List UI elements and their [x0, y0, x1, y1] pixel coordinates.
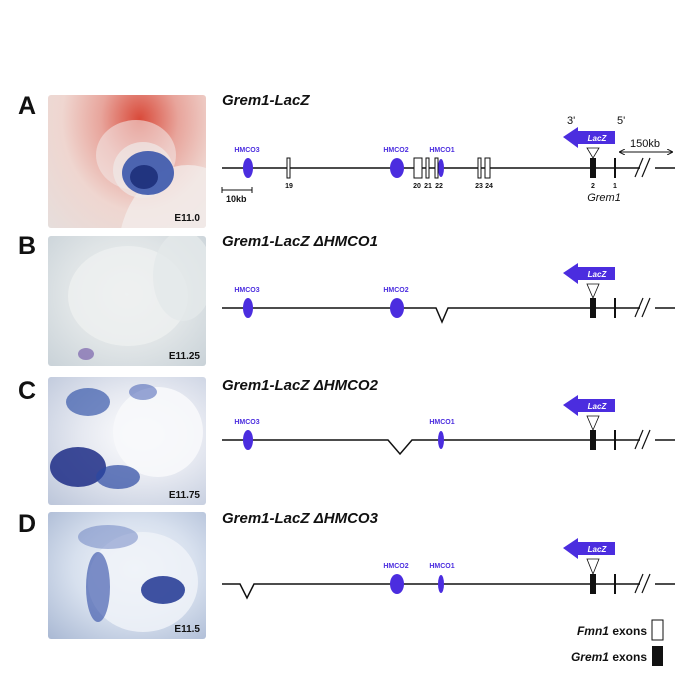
break-symbol-d	[634, 573, 651, 594]
break-symbol-c	[634, 429, 651, 450]
scale-label-10kb: 10kb	[226, 194, 247, 204]
lacz-insertion-b	[586, 283, 600, 300]
fmn1-exon-22	[434, 157, 439, 179]
three-prime-label: 3'	[567, 115, 575, 127]
grem1-exon-1-c	[614, 430, 616, 450]
lacz-arrow-b	[563, 263, 615, 284]
legend-fmn1: Fmn1 exons	[577, 624, 647, 638]
hmco3-label-b: HMCO3	[234, 287, 259, 294]
fmn1-exon-21	[425, 157, 430, 179]
grem1-exon-1-a	[614, 158, 616, 178]
break-symbol-b	[634, 297, 651, 318]
fmn1-exon-19	[286, 157, 291, 179]
hmco2-enhancer-a	[390, 158, 404, 178]
grem1-exon-2-c	[590, 430, 596, 450]
hmco1-label-d: HMCO1	[429, 563, 454, 570]
lacz-label-a: LacZ	[588, 134, 608, 143]
hmco1-enhancer-c	[438, 431, 444, 449]
lacz-label-b: LacZ	[588, 270, 608, 279]
chromosome-line-d	[222, 583, 640, 600]
fmn1-exon-20	[413, 157, 423, 179]
embryo-photo-c: E11.75	[48, 377, 206, 505]
map-b: HMCO3 HMCO2 LacZ	[222, 263, 675, 324]
embryo-photo-b: E11.25	[48, 236, 206, 366]
map-a: HMCO3 HMCO2 HMCO1 19 20 21 22 23 24 2 1 …	[221, 115, 675, 204]
exon-label-24: 24	[485, 183, 493, 190]
lacz-label-d: LacZ	[588, 545, 608, 554]
hmco2-enhancer-b	[390, 298, 404, 318]
construct-title-c: Grem1-LacZ ΔHMCO2	[222, 377, 378, 394]
hmco2-label-d: HMCO2	[383, 563, 408, 570]
stage-label-a: E11.0	[174, 213, 200, 224]
hmco1-label-a: HMCO1	[429, 147, 454, 154]
legend-grem1: Grem1 exons	[571, 650, 647, 664]
exon-label-21: 21	[424, 183, 432, 190]
hmco3-enhancer-c	[243, 430, 253, 450]
legend-swatch-grem1	[652, 646, 663, 666]
hmco3-enhancer-b	[243, 298, 253, 318]
panel-letter-d: D	[18, 510, 37, 538]
lacz-insertion-a	[586, 147, 600, 159]
lacz-insertion-c	[586, 415, 600, 432]
hmco1-label-c: HMCO1	[429, 419, 454, 426]
hmco3-label-a: HMCO3	[234, 147, 259, 154]
grem1-exon-1-d	[614, 574, 616, 594]
five-prime-label: 5'	[617, 115, 625, 127]
lacz-arrow-a	[563, 127, 615, 148]
panel-letter-b: B	[18, 232, 37, 260]
lacz-arrow-d	[563, 538, 615, 559]
construct-title-b: Grem1-LacZ ΔHMCO1	[222, 233, 378, 250]
stage-label-d: E11.5	[174, 624, 200, 635]
legend-grem1-name: Grem1	[570, 650, 609, 664]
hmco1-enhancer-d	[438, 575, 444, 593]
legend-grem1-suffix: exons	[608, 650, 647, 664]
grem1-exon-2-a	[590, 158, 596, 178]
legend-swatch-fmn1	[651, 619, 664, 641]
exon-label-20: 20	[413, 183, 421, 190]
grem1-exon-2-d	[590, 574, 596, 594]
lacz-arrow-c	[563, 395, 615, 416]
construct-title-d: Grem1-LacZ ΔHMCO3	[222, 510, 378, 527]
map-c: HMCO3 HMCO1 LacZ	[222, 395, 675, 456]
fmn1-exon-24	[484, 157, 491, 179]
hmco2-label-b: HMCO2	[383, 287, 408, 294]
grem1-gene-label: Grem1	[587, 192, 621, 204]
lacz-insertion-d	[586, 558, 600, 576]
exon-label-2: 2	[591, 183, 595, 190]
chromosome-line-b	[222, 307, 640, 324]
embryo-photo-d: E11.5	[48, 512, 206, 639]
hmco3-enhancer-a	[243, 158, 253, 178]
exon-label-23: 23	[475, 183, 483, 190]
panel-letter-a: A	[18, 92, 37, 120]
legend-fmn1-suffix: exons	[608, 624, 647, 638]
grem1-exon-2-b	[590, 298, 596, 318]
hmco2-enhancer-d	[390, 574, 404, 594]
scale-label-150kb: 150kb	[630, 138, 660, 150]
break-symbol-a	[634, 157, 651, 178]
grem1-exon-1-b	[614, 298, 616, 318]
hmco2-label-a: HMCO2	[383, 147, 408, 154]
chromosome-line-c	[222, 439, 640, 456]
hmco1-enhancer-a	[438, 159, 444, 177]
exon-label-1: 1	[613, 183, 617, 190]
panel-letter-c: C	[18, 377, 37, 405]
stage-label-b: E11.25	[168, 351, 200, 362]
embryo-photo-a: E11.0	[48, 95, 206, 228]
legend-fmn1-name: Fmn1	[576, 624, 609, 638]
lacz-label-c: LacZ	[588, 402, 608, 411]
construct-title-a: Grem1-LacZ	[222, 92, 310, 109]
fmn1-exon-23	[477, 157, 482, 179]
exon-label-22: 22	[435, 183, 443, 190]
stage-label-c: E11.75	[168, 490, 200, 501]
hmco3-label-c: HMCO3	[234, 419, 259, 426]
exon-label-19: 19	[285, 183, 293, 190]
map-d: HMCO2 HMCO1 LacZ	[222, 538, 675, 600]
